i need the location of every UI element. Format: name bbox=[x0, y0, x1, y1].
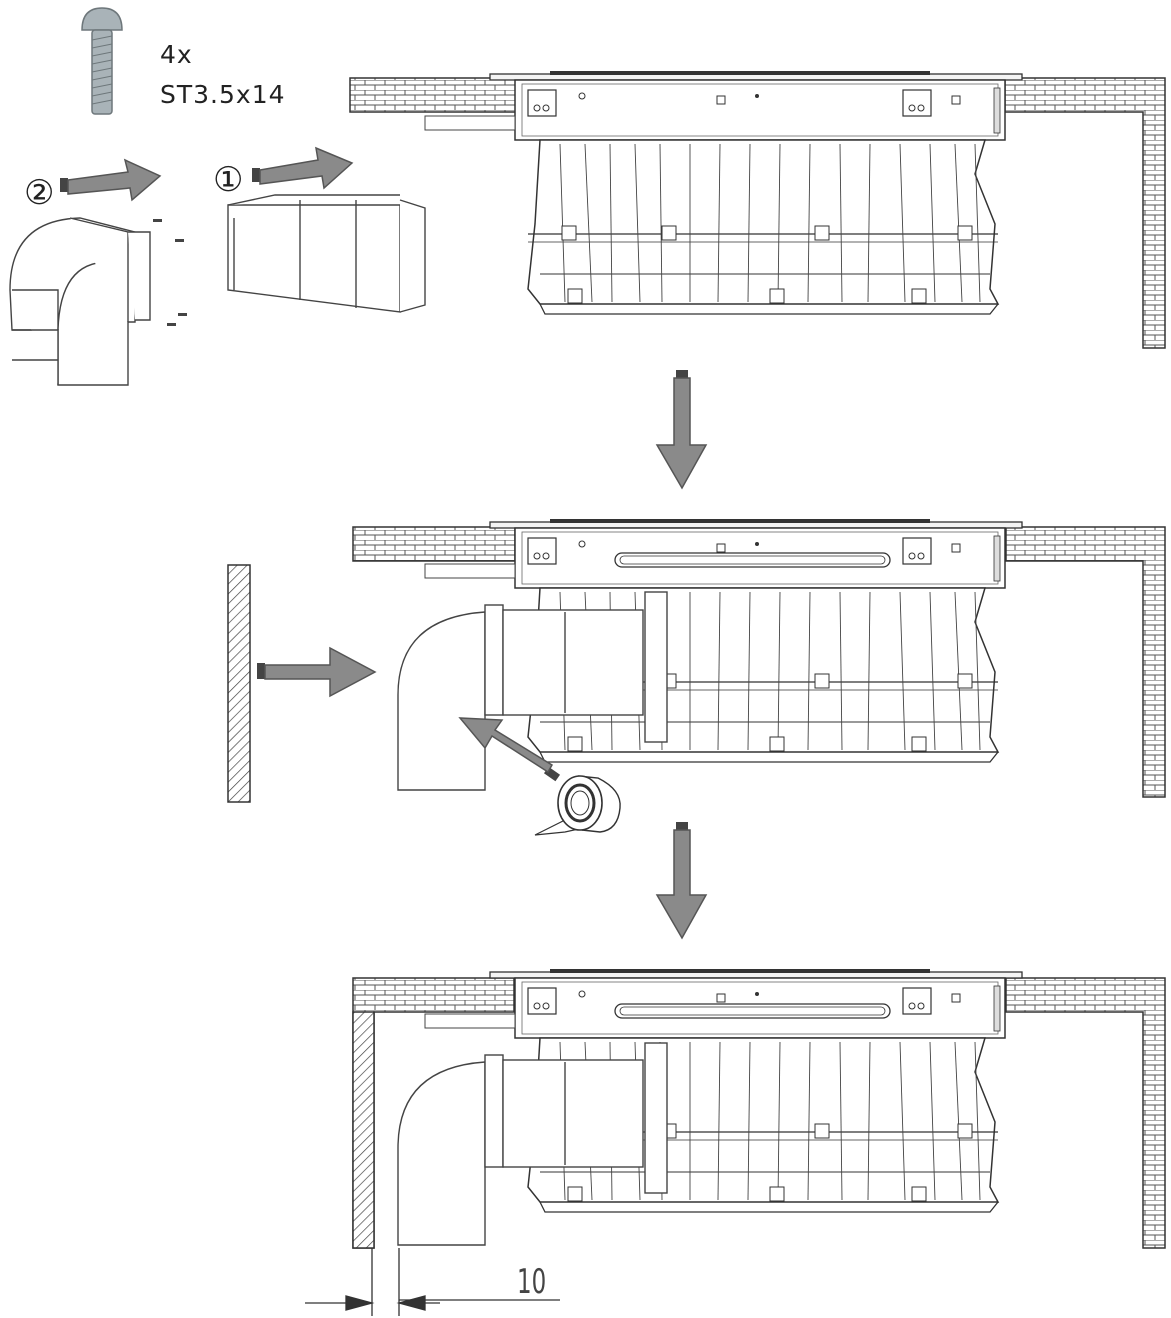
straight-connector bbox=[227, 194, 426, 313]
wall-hatched bbox=[227, 564, 251, 803]
push-arrow bbox=[257, 646, 377, 698]
screw-spec-label: ST3.5x14 bbox=[160, 80, 286, 109]
step-one-label: ① bbox=[213, 160, 244, 200]
panel-2 bbox=[227, 518, 1166, 836]
dimension-marker bbox=[305, 1248, 560, 1316]
step-2-arrow bbox=[60, 158, 162, 202]
countertop-left bbox=[349, 77, 517, 113]
hob-unit-1 bbox=[424, 70, 1023, 315]
screw-icon bbox=[81, 7, 123, 115]
countertop-left bbox=[352, 526, 516, 562]
panel-3 bbox=[305, 968, 1166, 1316]
wall-hatched bbox=[352, 1011, 375, 1249]
tape-arrow bbox=[458, 717, 561, 782]
countertop-right-wall bbox=[1005, 977, 1166, 1249]
panel-1 bbox=[9, 7, 1166, 386]
step-1-arrow bbox=[252, 146, 354, 190]
step-two-label: ② bbox=[24, 173, 55, 213]
installed-duct bbox=[397, 1042, 668, 1246]
tape-roll-icon bbox=[534, 775, 621, 836]
elbow-duct bbox=[9, 217, 151, 386]
countertop-right-wall bbox=[1004, 77, 1166, 349]
installed-duct bbox=[397, 591, 668, 791]
screw-quantity-label: 4x bbox=[160, 40, 193, 69]
small-screws bbox=[153, 219, 187, 326]
countertop-right-wall bbox=[1005, 526, 1166, 798]
down-arrow-1 bbox=[655, 370, 708, 490]
down-arrow-2 bbox=[655, 822, 708, 940]
dimension-label: 10 bbox=[517, 1262, 547, 1302]
